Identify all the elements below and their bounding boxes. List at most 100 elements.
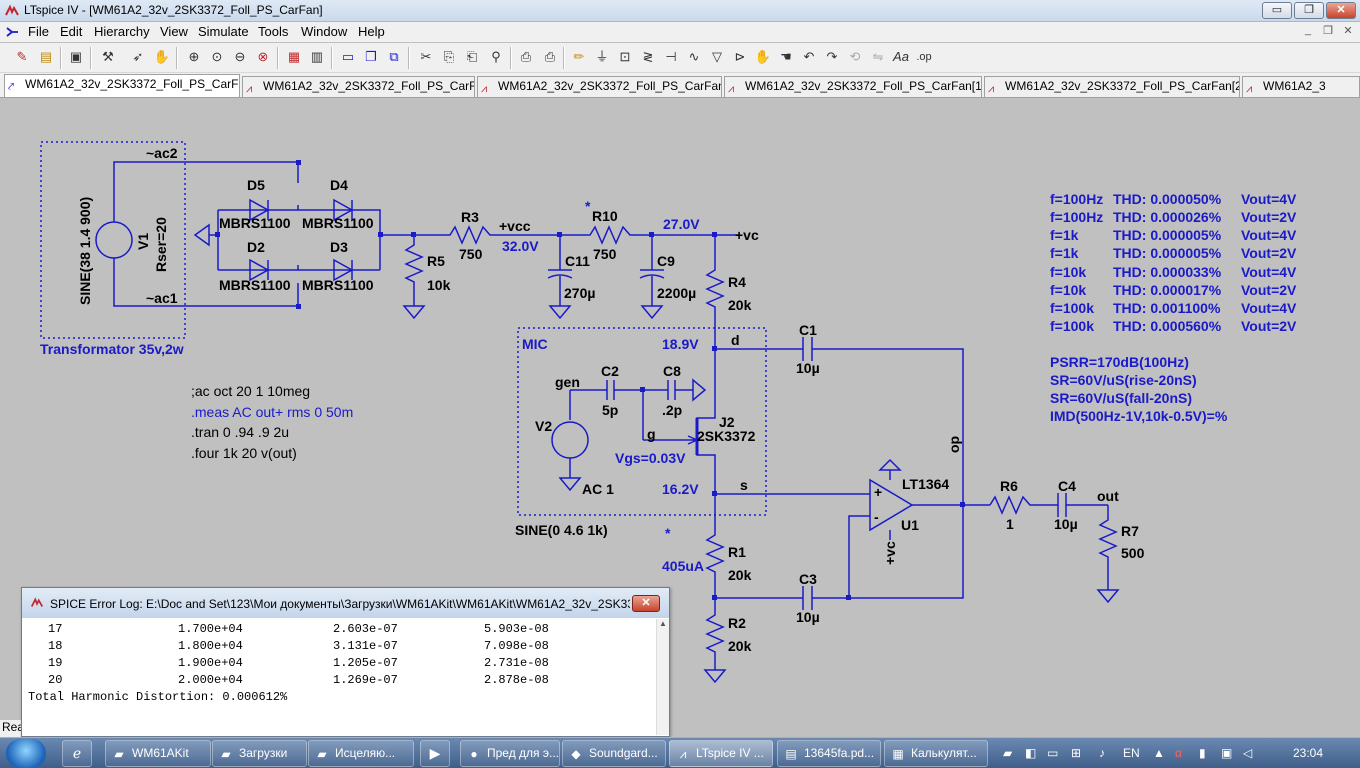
tile-icon[interactable]: ▥ <box>310 49 324 64</box>
taskbar-item-pdf[interactable]: ▤13645fa.pd... <box>777 740 881 767</box>
taskbar-item-calculator[interactable]: ▦Калькулят... <box>884 740 988 767</box>
control-panel-icon[interactable]: ⚒ <box>102 49 114 64</box>
v1-value: SINE(38 1.4 900) <box>77 197 93 305</box>
mdi-minimize-button[interactable]: _ <box>1304 24 1312 36</box>
schematic-doc-icon[interactable] <box>4 24 20 40</box>
thd-value: THD: 0.000050% <box>1113 191 1222 207</box>
mdi-close-button[interactable]: ✕ <box>1343 25 1353 37</box>
media-player-icon[interactable]: ▶ <box>420 740 450 767</box>
d3-symbol <box>333 258 354 282</box>
menu-view[interactable]: View <box>160 24 188 39</box>
redo-icon[interactable]: ↷ <box>826 49 838 64</box>
resistor-icon[interactable]: ≷ <box>642 49 654 64</box>
language-indicator[interactable]: EN <box>1123 746 1140 760</box>
d2-model: MBRS1100 <box>219 277 291 293</box>
taskbar-item-ltspice[interactable]: ⩘LTspice IV ... <box>669 740 773 767</box>
taskbar-item-firefox[interactable]: ●Пред для э... <box>460 740 560 767</box>
title-bar[interactable]: LTspice IV - [WM61A2_32v_2SK3372_Foll_PS… <box>0 0 1360 22</box>
new-schematic-icon[interactable]: ✎ <box>16 49 28 64</box>
menu-edit[interactable]: Edit <box>60 24 83 39</box>
tray-network-icon[interactable]: ⊞ <box>1071 746 1082 760</box>
tile-windows-icon[interactable]: ⧉ <box>389 49 399 64</box>
tray-display-icon[interactable]: ▣ <box>1221 746 1233 760</box>
close-button[interactable]: ✕ <box>1326 2 1356 19</box>
tab-waveform[interactable]: ⩘ WM61A2_32v_2SK3372_Foll_PS_CarFan <box>242 76 475 97</box>
note-imd: IMD(500Hz-1V,10k-0.5V)=% <box>1050 408 1228 424</box>
tab-fft-1[interactable]: ⩘ WM61A2_32v_2SK3372_Foll_PS_CarFan[1].f… <box>724 76 982 97</box>
taskbar-item-downloads[interactable]: ▰Загрузки <box>212 740 307 767</box>
r4-value: 20k <box>728 297 752 313</box>
copy-icon[interactable]: ⎘ <box>443 49 455 64</box>
halt-icon[interactable]: ✋ <box>153 49 171 64</box>
start-button[interactable] <box>6 739 46 768</box>
cascade-icon[interactable]: ▭ <box>341 49 355 64</box>
print-icon[interactable]: ⎙ <box>544 49 556 64</box>
tray-volume-level-icon[interactable]: ◁ <box>1243 746 1253 760</box>
close-windows-icon[interactable]: ❐ <box>365 49 377 64</box>
tray-app-icon[interactable]: ◧ <box>1025 746 1037 760</box>
error-log-scrollbar[interactable]: ▲ <box>656 619 669 735</box>
autorange-icon[interactable]: ▦ <box>287 49 301 64</box>
error-log-close-button[interactable]: ✕ <box>632 595 660 612</box>
ground-symbol <box>640 305 664 320</box>
label-net-icon[interactable]: ⊡ <box>619 49 631 64</box>
tab-fft-2[interactable]: ⩘ WM61A2_32v_2SK3372_Foll_PS_CarFan[2].f… <box>984 76 1240 97</box>
tray-volume-icon[interactable]: ♪ <box>1099 746 1105 760</box>
run-icon[interactable]: ➶ <box>132 49 144 64</box>
cut-icon[interactable]: ✂ <box>420 49 432 64</box>
undo-icon[interactable]: ↶ <box>803 49 815 64</box>
capacitor-icon[interactable]: ⊣ <box>665 49 677 64</box>
asterisk-r10: * <box>585 198 591 214</box>
ie-icon[interactable]: ℯ <box>62 740 92 767</box>
component-icon[interactable]: ⊳ <box>734 49 746 64</box>
menu-window[interactable]: Window <box>301 24 348 39</box>
minimize-button[interactable]: ▭ <box>1262 2 1292 19</box>
tray-monitor-icon[interactable]: ▭ <box>1047 746 1059 760</box>
open-icon[interactable]: ▤ <box>39 49 53 64</box>
find-icon[interactable]: ⚲ <box>491 49 501 64</box>
zoom-in-icon[interactable]: ⊕ <box>188 49 200 64</box>
mirror-icon[interactable]: ⇋ <box>872 49 884 64</box>
firefox-icon: ● <box>470 747 478 761</box>
text-icon[interactable]: Aa <box>893 49 909 64</box>
drag-icon[interactable]: ☚ <box>780 49 792 64</box>
taskbar-item-wm61akit[interactable]: ▰WM61AKit <box>105 740 211 767</box>
rotate-icon[interactable]: ⟲ <box>849 49 861 64</box>
mdi-restore-button[interactable]: ❐ <box>1323 25 1333 37</box>
maximize-button[interactable]: ❐ <box>1294 2 1324 19</box>
taskbar-item-soundgard[interactable]: ◆Soundgard... <box>562 740 666 767</box>
tray-alpha-icon[interactable]: α <box>1175 746 1182 760</box>
ground-icon[interactable]: ⏚ <box>595 49 609 64</box>
spice-error-log-window[interactable]: SPICE Error Log: E:\Doc and Set\123\Мои … <box>21 587 670 737</box>
move-icon[interactable]: ✋ <box>754 49 772 64</box>
zoom-out-icon[interactable]: ⊖ <box>234 49 246 64</box>
tab-fft[interactable]: ⩘ WM61A2_32v_2SK3372_Foll_PS_CarFan.fft <box>477 76 722 97</box>
taskbar-item-folder[interactable]: ▰Исцеляю... <box>308 740 414 767</box>
diode-icon[interactable]: ▽ <box>712 49 722 64</box>
menu-simulate[interactable]: Simulate <box>198 24 249 39</box>
print-preview-icon[interactable]: ⎙ <box>520 49 532 64</box>
save-icon[interactable]: ▣ <box>69 49 83 64</box>
zoom-fit-icon[interactable]: ⊗ <box>257 49 269 64</box>
clock[interactable]: 23:04 <box>1293 746 1324 760</box>
spice-directive-icon[interactable]: .op <box>916 51 932 63</box>
tab-schematic[interactable]: ⤤ WM61A2_32v_2SK3372_Foll_PS_CarFan <box>4 74 240 97</box>
tray-folder-icon[interactable]: ▰ <box>1003 746 1013 760</box>
tab-truncated[interactable]: ⩘ WM61A2_3 <box>1242 76 1360 97</box>
menu-tools[interactable]: Tools <box>258 24 289 39</box>
r6-ref: R6 <box>1000 478 1018 494</box>
menu-hierarchy[interactable]: Hierarchy <box>94 24 150 39</box>
v2-ref: V2 <box>535 418 552 434</box>
inductor-icon[interactable]: ∿ <box>688 49 700 64</box>
zoom-pan-icon[interactable]: ⊙ <box>211 49 223 64</box>
r5-symbol <box>404 235 424 306</box>
paste-icon[interactable]: ⎗ <box>466 49 478 64</box>
tray-battery-icon[interactable]: ▮ <box>1199 746 1206 760</box>
tray-expand-icon[interactable]: ▲ <box>1153 746 1165 760</box>
menu-file[interactable]: File <box>28 24 49 39</box>
menu-help[interactable]: Help <box>358 24 385 39</box>
error-log-title-bar[interactable]: SPICE Error Log: E:\Doc and Set\123\Мои … <box>22 588 669 618</box>
draw-wire-icon[interactable]: ✏ <box>573 49 585 64</box>
